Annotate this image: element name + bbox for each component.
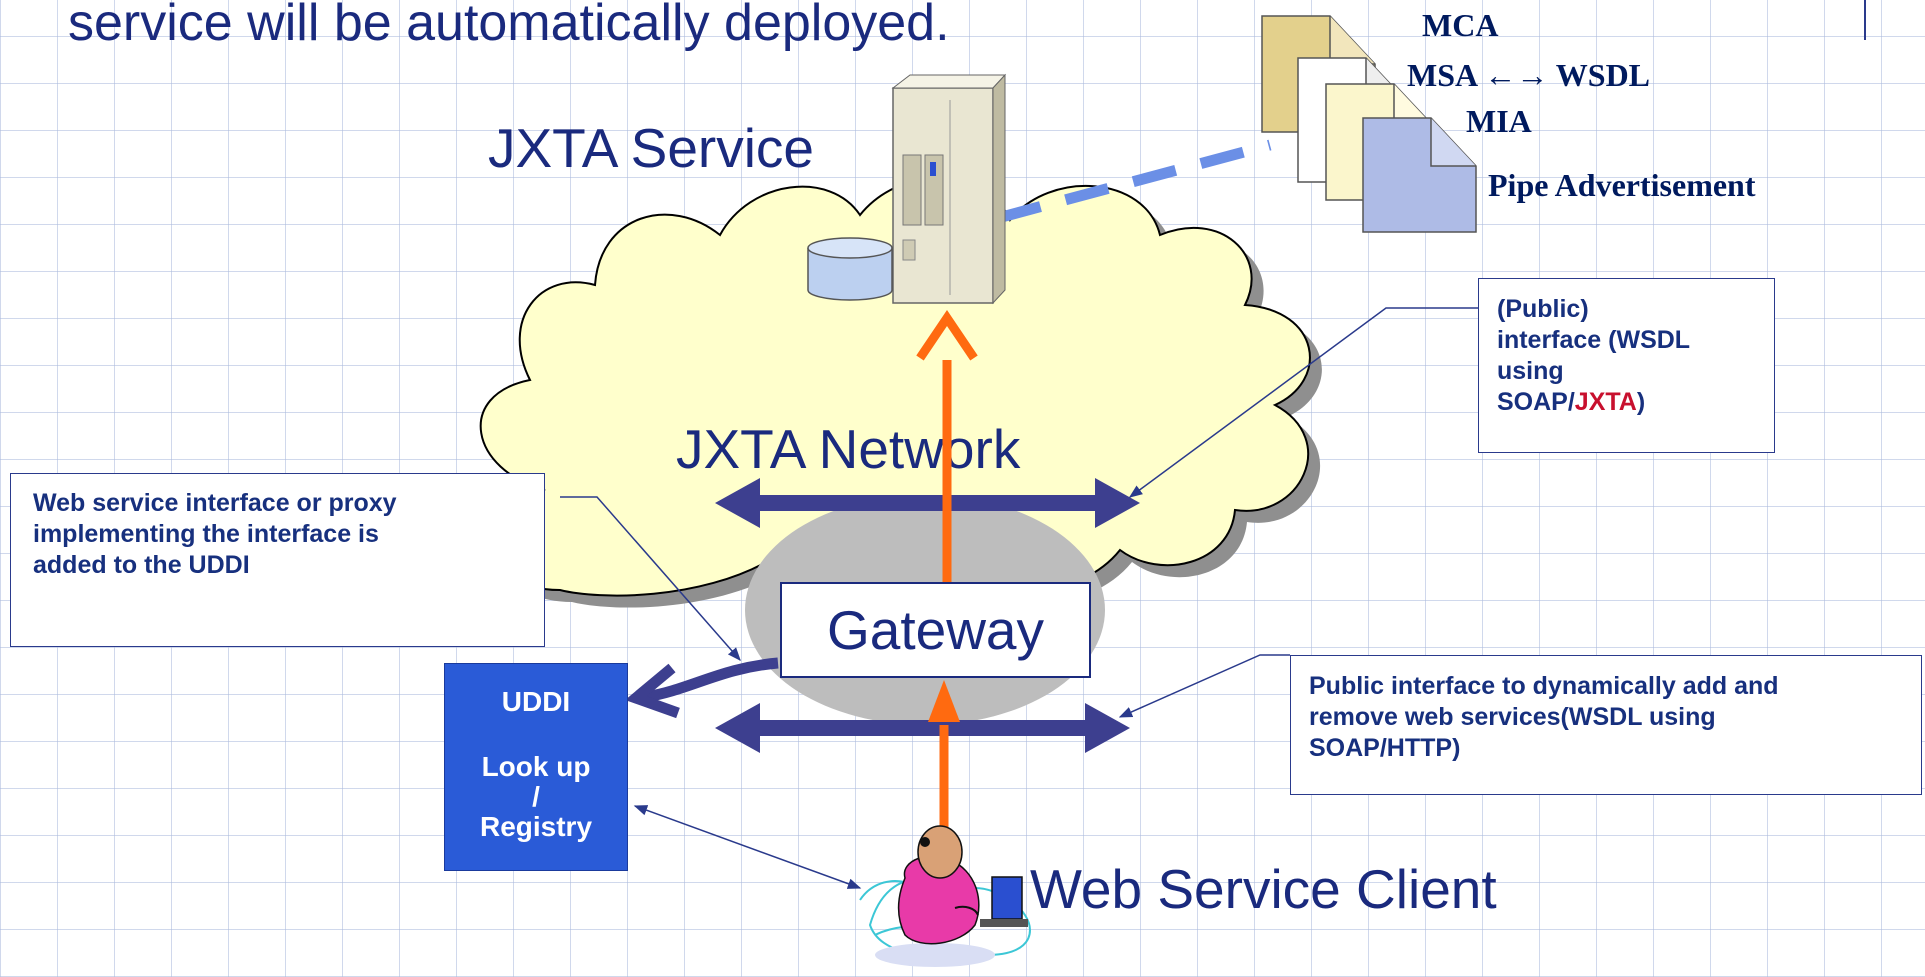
jxta-callout-close: ) xyxy=(1636,388,1646,416)
gateway-to-server-arrow xyxy=(916,309,978,585)
uddi-callout-line-2: implementing the interface is xyxy=(33,520,379,548)
jxta-callout-line-3: using xyxy=(1497,357,1564,385)
uddi-line-1: Look up xyxy=(481,751,591,782)
http-double-arrow xyxy=(715,703,1130,753)
jxta-callout-line-1: (Public) xyxy=(1497,295,1589,323)
pipe-advertisement-label: Pipe Advertisement xyxy=(1488,167,1756,203)
server-icon xyxy=(891,73,1007,305)
leader-line-jxta-callout xyxy=(1128,307,1478,498)
uddi-callout-line-3: added to the UDDI xyxy=(33,551,250,579)
database-icon xyxy=(807,237,893,301)
leader-line-client-uddi xyxy=(633,805,862,889)
jxta-callout-highlight: JXTA xyxy=(1574,388,1637,416)
jxta-callout-line-4: SOAP/JXTA) xyxy=(1497,387,1759,418)
dashed-connector xyxy=(996,139,1272,224)
uddi-callout-line-1: Web service interface or proxy xyxy=(33,489,397,517)
web-service-client-icon xyxy=(859,825,1032,967)
jxta-callout-line-2: interface (WSDL xyxy=(1497,326,1691,354)
jxta-service-label: JXTA Service xyxy=(488,117,814,179)
web-service-client-label: Web Service Client xyxy=(1030,858,1497,920)
uddi-lookup-registry: Look up / Registry xyxy=(445,752,627,842)
uddi-line-2: / xyxy=(532,781,540,812)
jxta-callout-soap: SOAP/ xyxy=(1497,388,1575,416)
http-callout-line-2: remove web services(WSDL using xyxy=(1309,703,1716,731)
gateway-box: Gateway xyxy=(780,582,1091,678)
leader-line-uddi-callout xyxy=(560,496,741,662)
gateway-label: Gateway xyxy=(826,599,1045,661)
gateway-to-uddi-arrow xyxy=(625,657,779,719)
header-text: service will be automatically deployed. xyxy=(68,0,950,52)
public-interface-http-callout: Public interface to dynamically add and … xyxy=(1290,655,1922,795)
jxta-double-arrow xyxy=(715,478,1140,528)
leader-line-http-callout xyxy=(1118,654,1290,718)
uddi-line-3: Registry xyxy=(479,811,593,842)
http-callout-line-1: Public interface to dynamically add and xyxy=(1309,672,1779,700)
uddi-proxy-callout: Web service interface or proxy implement… xyxy=(10,473,545,647)
http-callout-line-3: SOAP/HTTP) xyxy=(1309,734,1461,762)
pipe-advertisement-document-icon xyxy=(1362,117,1477,233)
uddi-title: UDDI xyxy=(501,686,571,717)
public-interface-jxta-callout: (Public) interface (WSDL using SOAP/JXTA… xyxy=(1478,278,1775,453)
msa-wsdl-label: MSA ←→ WSDL xyxy=(1407,57,1650,93)
uddi-registry-box: UDDI Look up / Registry xyxy=(444,663,628,871)
advertisement-documents xyxy=(1261,15,1477,233)
mia-label: MIA xyxy=(1466,103,1532,139)
jxta-network-label: JXTA Network xyxy=(676,418,1021,480)
mca-label: MCA xyxy=(1422,7,1498,43)
